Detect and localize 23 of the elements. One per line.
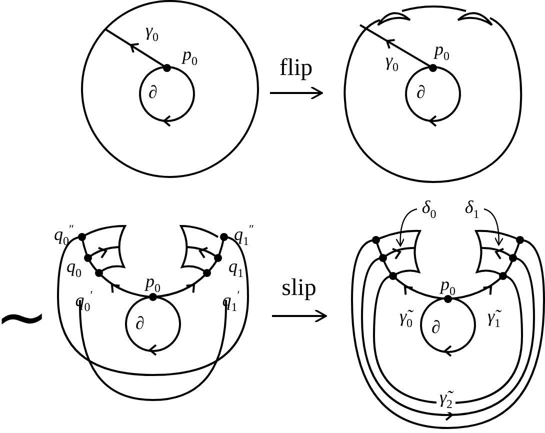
math-label: γ̃$_{1}$ [487,307,501,329]
math-label: p$_{0}$ [440,275,456,297]
math-label: ∂ [136,314,144,332]
math-label: γ̃$_{0}$ [399,307,413,329]
math-label: p$_{0}$ [182,45,198,67]
math-label: δ$_{1}$ [464,198,480,220]
math-label: γ$_{0}$ [385,51,399,73]
math-label: q$_{1}$ [228,257,244,279]
arrow [270,86,323,100]
math-label: γ$_{0}$ [145,21,159,43]
math-label: p$_{0}$ [146,272,160,294]
math-label: ∂ [416,83,426,101]
math-label: p$_{0}$ [434,40,450,62]
equivalence-sign: ∼ [0,286,49,350]
math-label: δ$_{0}$ [422,198,436,220]
edge-label: flip [279,56,313,80]
math-label: ∂ [148,83,158,101]
math-label: ∂ [432,318,440,336]
edge-label: slip [282,276,316,300]
leader-line [484,208,504,246]
leader-line [396,208,418,247]
arrow [272,309,327,323]
math-label: q$_{0}$ [66,257,82,279]
